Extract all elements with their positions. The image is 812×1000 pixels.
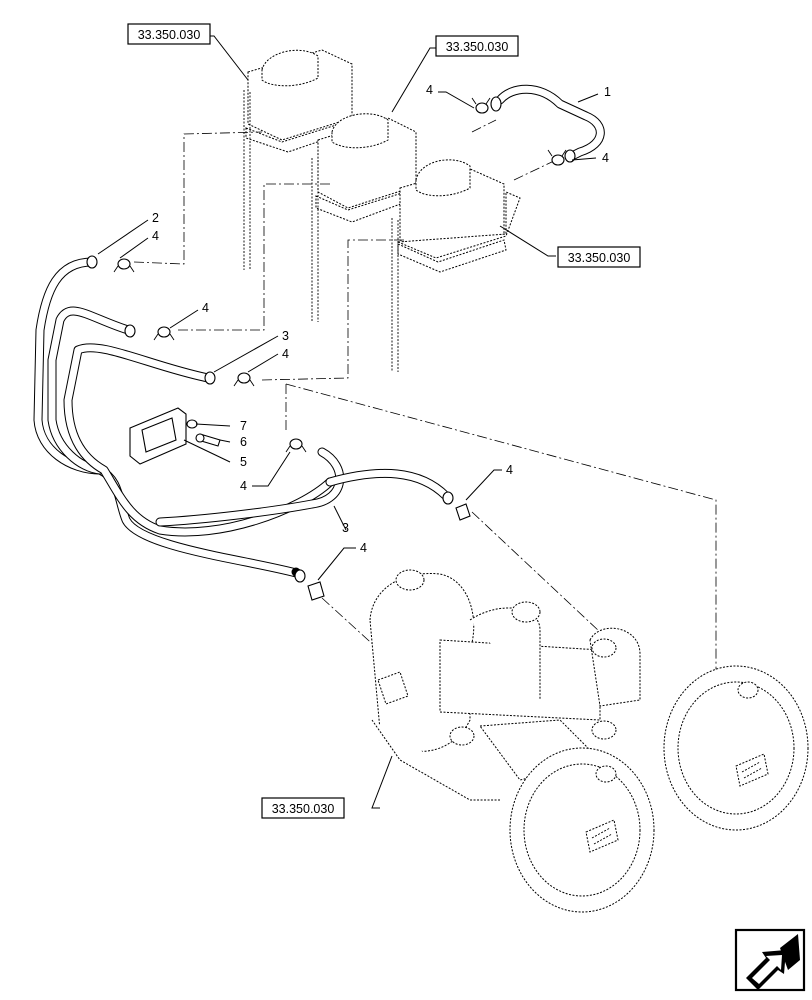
clamp-mid	[153, 326, 175, 341]
callout-4-mid2: 4	[282, 347, 289, 361]
callout-3b: 3	[342, 521, 349, 535]
callout-2: 2	[152, 211, 159, 225]
callout-4-lower-right: 4	[506, 463, 513, 477]
bracket-item-5	[129, 407, 187, 465]
callout-4-bracket: 4	[240, 479, 247, 493]
ref-label-right: 33.350.030	[568, 251, 631, 265]
clamp-top	[471, 97, 491, 114]
ref-label-top-middle: 33.350.030	[446, 40, 509, 54]
callout-4-top: 4	[426, 83, 433, 97]
callout-1: 1	[604, 85, 611, 99]
ref-box-right[interactable]: 33.350.030	[557, 246, 641, 268]
reservoir-middle	[311, 113, 423, 322]
arrow-navigation-icon[interactable]	[734, 928, 806, 992]
clamp-left	[113, 258, 135, 273]
callout-6: 6	[240, 435, 247, 449]
clamp-lower-right	[455, 503, 471, 521]
clamps-item-4	[113, 97, 567, 601]
callout-4-right: 4	[602, 151, 609, 165]
ref-label-bottom: 33.350.030	[272, 802, 335, 816]
callout-3a: 3	[282, 329, 289, 343]
wheel-hub-rear	[663, 665, 809, 831]
clamp-right	[547, 149, 567, 166]
hose-item-3-lower	[63, 343, 335, 537]
bolt-item-6	[195, 433, 221, 447]
clamp-bottom	[307, 581, 325, 601]
washer-item-7	[186, 419, 198, 429]
leader-lines	[97, 35, 599, 809]
ref-box-bottom[interactable]: 33.350.030	[261, 797, 345, 819]
reservoir-right	[391, 159, 521, 372]
wheel-hub-front	[509, 747, 655, 913]
hose-item-1	[490, 84, 605, 163]
clamp-bracket	[285, 438, 307, 453]
hose-item-3-upper	[47, 306, 136, 475]
callout-4-mid: 4	[202, 301, 209, 315]
ref-box-top-left[interactable]: 33.350.030	[127, 23, 211, 45]
callout-4-bottom: 4	[360, 541, 367, 555]
callout-numbers: 1 2 3 3 4 4 4 4 4 4 4 4 5 6 7	[152, 83, 611, 555]
reservoir-left	[243, 49, 359, 270]
ref-box-top-middle[interactable]: 33.350.030	[435, 35, 519, 57]
callout-4-left: 4	[152, 229, 159, 243]
callout-7: 7	[240, 419, 247, 433]
axle-housing	[369, 569, 641, 801]
clamp-mid2	[233, 372, 255, 387]
hose-item-3-middle	[155, 447, 454, 583]
ref-label-top-left: 33.350.030	[138, 28, 201, 42]
callout-5: 5	[240, 455, 247, 469]
